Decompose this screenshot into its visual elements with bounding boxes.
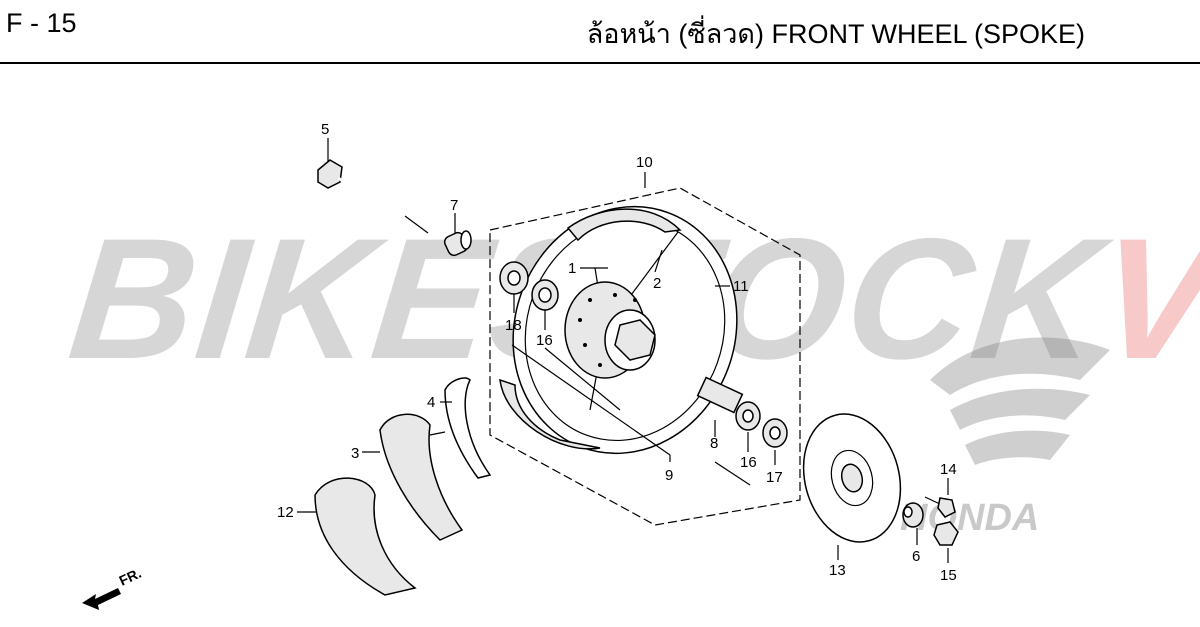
callout-3: 3 <box>351 445 359 462</box>
bearing-part-18 <box>499 261 529 295</box>
bearing-part-16a <box>531 279 559 311</box>
header-divider <box>0 62 1200 64</box>
front-direction-label: FR. <box>117 565 144 589</box>
callout-16a: 16 <box>536 332 553 349</box>
honda-wing-logo: HONDA <box>900 337 1110 539</box>
distance-collar-part <box>696 376 744 414</box>
callout-13: 13 <box>829 562 846 579</box>
dust-seal-part <box>762 418 788 448</box>
axle-nut-part <box>933 521 959 546</box>
callout-10: 10 <box>636 154 653 171</box>
leader-lines <box>297 138 949 563</box>
side-collar-part <box>902 502 924 528</box>
callout-11: 11 <box>733 278 749 295</box>
callout-17: 17 <box>766 469 783 486</box>
callout-16b: 16 <box>740 454 757 471</box>
tire-part <box>314 477 417 596</box>
callout-18: 18 <box>505 317 522 334</box>
callout-6: 6 <box>912 548 920 565</box>
hub-part <box>564 281 656 379</box>
callout-2: 2 <box>653 275 661 292</box>
axle-bolt-part <box>317 159 429 234</box>
callout-15: 15 <box>940 567 957 584</box>
brake-disc-part <box>802 413 902 543</box>
callout-4: 4 <box>427 394 435 411</box>
callout-8: 8 <box>710 435 718 452</box>
front-direction-arrow: FR. <box>82 565 144 610</box>
callout-14: 14 <box>940 461 957 478</box>
callout-9: 9 <box>665 467 673 484</box>
page-title: ล้อหน้า (ซี่ลวด) FRONT WHEEL (SPOKE) <box>586 19 1085 49</box>
page-code: F - 15 <box>6 8 77 38</box>
disc-bolt-part <box>924 496 956 518</box>
callout-7: 7 <box>450 197 458 214</box>
rim-band-part <box>444 377 492 479</box>
callout-1: 1 <box>568 260 576 277</box>
collar-part <box>443 230 472 257</box>
tube-part <box>379 413 464 541</box>
bearing-part-16b <box>735 401 761 431</box>
callout-12: 12 <box>277 504 294 521</box>
callout-5: 5 <box>321 121 329 138</box>
wheel-assembly-outline <box>489 187 801 526</box>
